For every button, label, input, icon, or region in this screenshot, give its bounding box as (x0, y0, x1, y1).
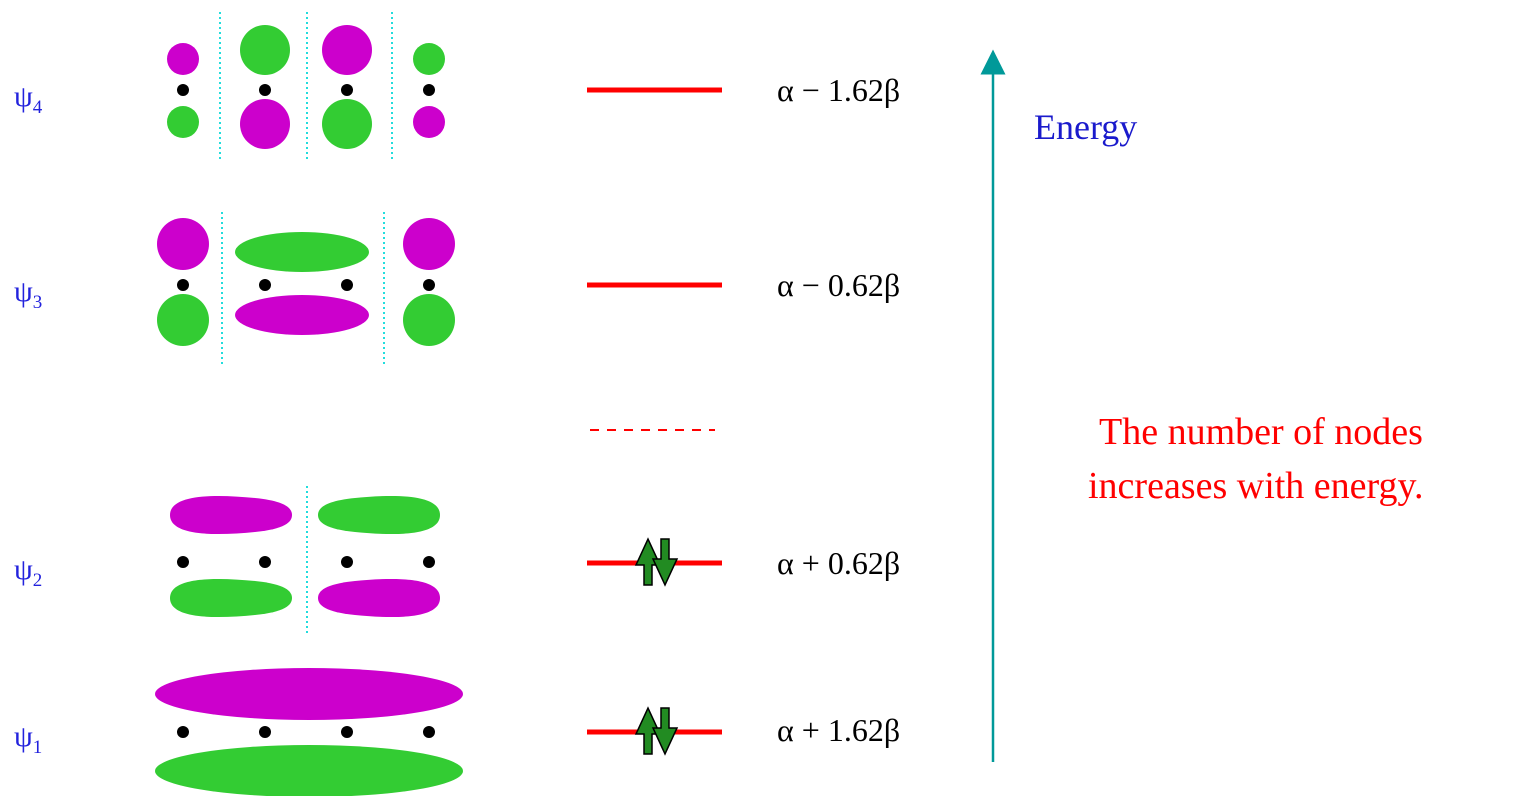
nodes-note-line1: The number of nodes (1099, 411, 1423, 453)
lobe-positive (155, 668, 463, 720)
carbon-atom (423, 84, 435, 96)
lobe-positive (322, 25, 372, 75)
psi-symbol: ψ (14, 80, 33, 113)
carbon-atom (341, 556, 353, 568)
carbon-atom (177, 556, 189, 568)
carbon-atom (423, 726, 435, 738)
psi3-label: ψ3 (14, 275, 42, 314)
energy-value-psi3: α − 0.62β (777, 267, 901, 303)
lobe-negative (235, 232, 369, 272)
orbital-psi1-lobes (155, 668, 463, 796)
carbon-atom (423, 279, 435, 291)
energy-value-psi2: α + 0.62β (777, 545, 901, 581)
spin-down-arrow-icon (651, 538, 679, 587)
energy-axis-label: Energy (1034, 107, 1138, 147)
psi-index: 1 (32, 737, 43, 758)
lobe-negative (403, 294, 455, 346)
spin-down-arrow-icon (651, 707, 679, 756)
lobe-positive (167, 43, 199, 75)
psi4-label: ψ4 (14, 80, 42, 119)
carbon-atom (259, 279, 271, 291)
carbon-atom (341, 726, 353, 738)
electron-pair-psi1 (634, 706, 679, 756)
lobe-positive (413, 106, 445, 138)
carbon-atom (259, 556, 271, 568)
electron-pair-psi2 (634, 537, 679, 587)
lobe-negative (170, 578, 292, 618)
lobe-negative (155, 745, 463, 796)
carbon-atom (341, 279, 353, 291)
lobe-negative (157, 294, 209, 346)
carbon-atom (423, 556, 435, 568)
psi-index: 4 (32, 97, 43, 118)
nodes-note-line2: increases with energy. (1088, 465, 1424, 507)
orbital-psi2-lobes (170, 486, 440, 636)
psi-symbol: ψ (14, 553, 33, 586)
psi-symbol: ψ (14, 275, 33, 308)
lobe-negative (167, 106, 199, 138)
lobe-negative (318, 495, 440, 535)
psi1-label: ψ1 (14, 720, 42, 759)
nodes-note: The number of nodes increases with energ… (1088, 405, 1424, 513)
carbon-atom (177, 726, 189, 738)
lobe-positive (235, 295, 369, 335)
lobe-positive (170, 495, 292, 535)
orbital-psi4-lobes (167, 12, 445, 160)
lobe-negative (413, 43, 445, 75)
psi-symbol: ψ (14, 720, 33, 753)
lobe-negative (240, 25, 290, 75)
lobe-positive (157, 218, 209, 270)
carbon-atom (177, 84, 189, 96)
energy-value-psi4: α − 1.62β (777, 72, 901, 108)
carbon-atom (259, 726, 271, 738)
psi-index: 2 (32, 570, 43, 591)
psi-index: 3 (32, 292, 43, 313)
energy-value-psi1: α + 1.62β (777, 712, 901, 748)
lobe-positive (403, 218, 455, 270)
lobe-negative (322, 99, 372, 149)
lobe-positive (318, 578, 440, 618)
lobe-positive (240, 99, 290, 149)
orbital-psi3-lobes (157, 212, 455, 364)
carbon-atom (177, 279, 189, 291)
carbon-atom (259, 84, 271, 96)
carbon-atom (341, 84, 353, 96)
psi2-label: ψ2 (14, 553, 42, 592)
